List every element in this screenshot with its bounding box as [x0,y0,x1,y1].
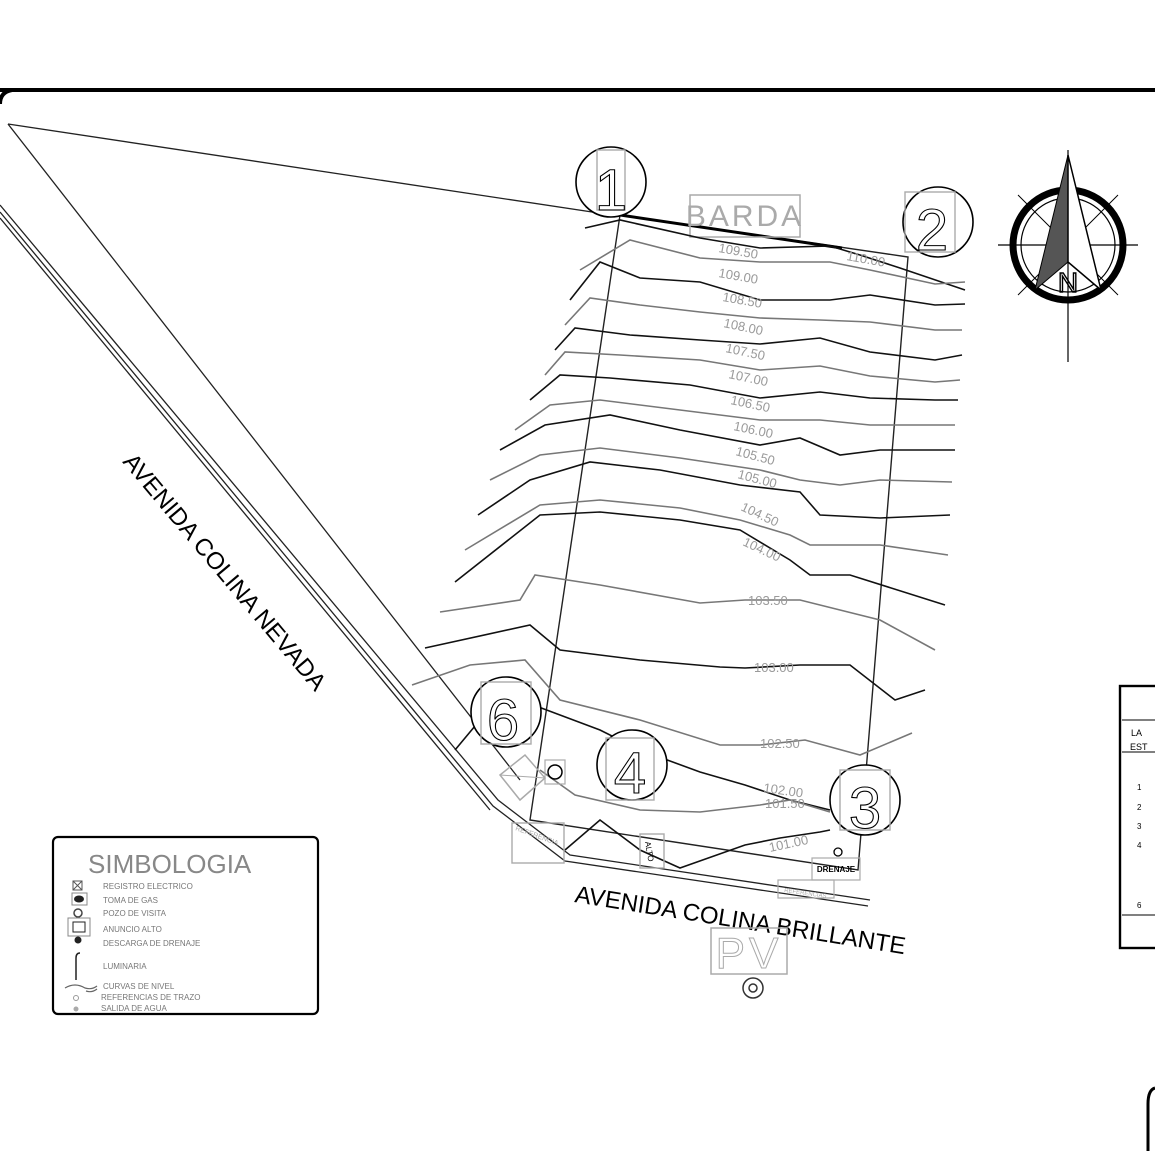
contour-label: 105.50 [734,443,776,468]
water-outlet-icon [73,1006,79,1012]
alto-label: ALTO [643,841,655,862]
station-label: 3 [849,776,881,841]
contour-label: 103.00 [754,660,794,675]
contour-label: 102.00 [763,780,804,800]
contour-lines [411,219,966,869]
table-row: 1 [1137,783,1142,792]
referencia-label: REFERENCIA [514,825,559,847]
drain-icon [74,936,82,944]
drenaje-label: DRENAJE [817,865,856,874]
drain-marker-icon [544,759,566,785]
manhole-icon [73,908,83,918]
contour-label: 110.00 [845,248,886,270]
station-table: LA EST 1 2 3 4 6 [1118,684,1155,950]
station-2: 2 [902,186,974,264]
legend-item-label: DESCARGA DE DRENAJE [103,939,200,948]
contour-label: 104.00 [741,534,783,564]
contour-label: 101.00 [768,832,810,855]
legend-simbologia: SIMBOLOGIA REGISTRO ELECTRICO TOMA DE GA… [51,835,320,1016]
legend-item-label: REFERENCIAS DE TRAZO [101,993,200,1002]
barda-wall-line [599,210,843,250]
contour-label: 102.50 [760,736,800,751]
north-label: N [1058,267,1078,298]
contour-label: 109.50 [717,240,759,262]
north-arrow-icon: N [998,150,1138,362]
barda-box [689,194,801,238]
contour-label: 108.00 [722,315,764,338]
legend-title: SIMBOLOGIA [88,849,252,879]
legend-item-label: TOMA DE GAS [103,896,158,905]
station-label: 4 [614,741,646,806]
table-title: LA [1131,728,1142,738]
contour-label: 109.00 [717,265,759,287]
contour-icon [64,984,98,993]
table-row: 6 [1137,901,1142,910]
legend-item-label: CURVAS DE NIVEL [103,982,175,991]
sheet-border-corner-br [1146,1086,1155,1151]
legend-item-label: LUMINARIA [103,962,147,971]
contour-label: 104.50 [739,499,781,529]
streetlight-icon [75,952,81,980]
table-row: 2 [1137,803,1142,812]
trace-ref-icon [73,995,79,1001]
referencias-marker: REFERENCIAS [777,879,835,900]
drenaje-marker: DRENAJE [811,847,861,881]
gas-outlet-icon [71,892,88,906]
pv-label: PV [716,929,783,978]
station-6: 6 [470,676,542,754]
legend-item-label: SALIDA DE AGUA [101,1004,167,1013]
road-colina-nevada [0,123,871,907]
pv-reference-point: PV [710,927,788,999]
contour-labels: 110.00 109.50 109.00 108.50 108.00 107.5… [717,240,886,855]
station-1: 1 [575,146,647,224]
station-label: 2 [916,198,948,263]
sign-icon [67,917,91,937]
station-label: 1 [595,158,627,223]
contour-label: 106.50 [729,392,771,415]
table-row: 4 [1137,841,1142,850]
barda-label: BARDA [686,200,804,233]
electric-register-icon [72,880,83,891]
alto-sign-marker: ALTO [639,833,665,869]
contour-label: 106.00 [732,418,774,441]
station-4: 4 [596,729,668,807]
contour-label: 103.50 [748,593,788,608]
station-label: 6 [487,688,519,753]
referencias-label: REFERENCIAS [784,888,827,900]
sheet-border-corner [0,88,13,105]
legend-item-label: ANUNCIO ALTO [103,925,162,934]
legend-item-label: REGISTRO ELECTRICO [103,882,193,891]
legend-item-label: POZO DE VISITA [103,909,167,918]
referencia-marker: REFERENCIA [511,822,565,864]
contour-label: 108.50 [721,289,763,311]
table-row: 3 [1137,822,1142,831]
contour-label: 101.50 [765,796,805,811]
table-header: EST [1130,742,1148,752]
station-3: 3 [829,764,901,842]
